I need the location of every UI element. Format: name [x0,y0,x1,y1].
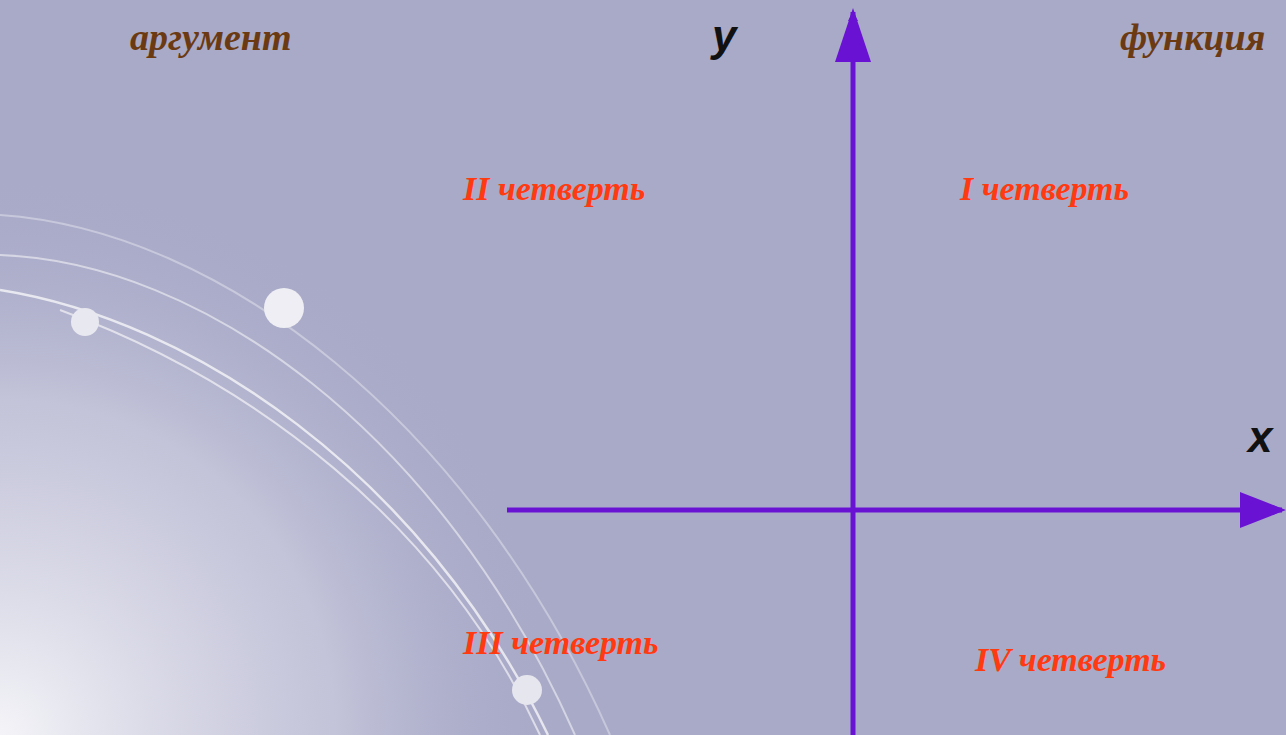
axis-caption: функция [1120,18,1265,56]
axis-caption: аргумент [130,18,292,56]
quadrant-label: I четверть [960,172,1129,206]
axis-name: x [1248,415,1272,459]
quadrant-label: IV четверть [975,643,1166,677]
quadrant-label: II четверть [463,172,645,206]
axis-name: y [712,14,736,58]
quadrant-label: III четверть [463,626,659,660]
axis-arrowheads [835,8,1286,528]
